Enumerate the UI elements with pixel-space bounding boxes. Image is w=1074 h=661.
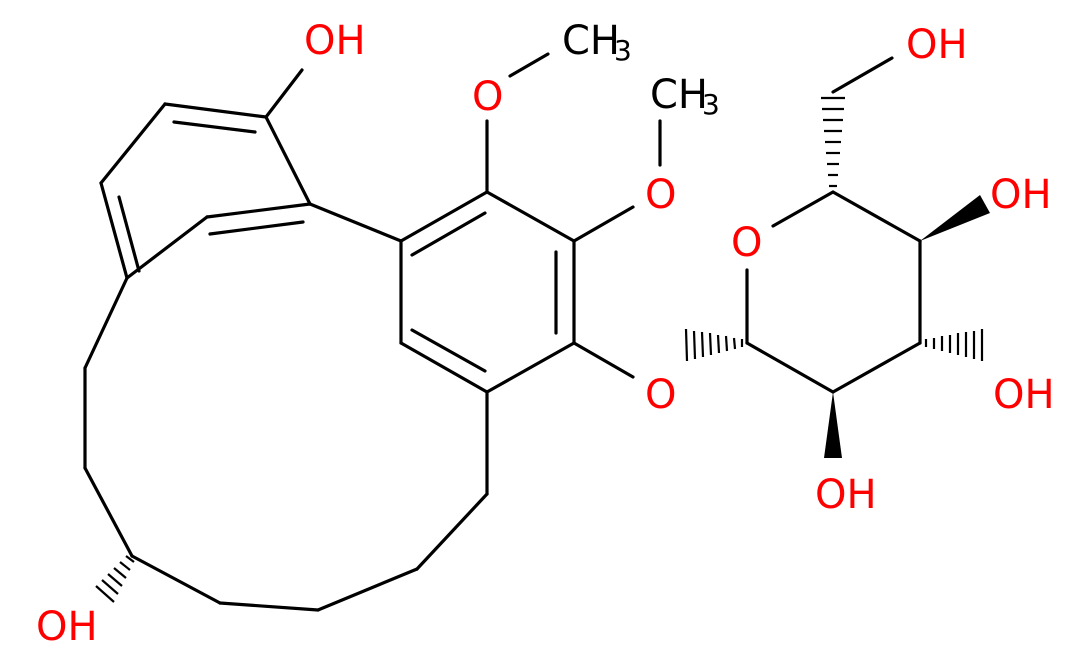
methoxy1-oxygen-label: O: [472, 74, 503, 120]
oh-phenol-label: OH: [304, 18, 366, 64]
stereo-hash-anomeric: [684, 328, 744, 362]
oh-ch2-label: OH: [906, 22, 968, 68]
stereo-wedge-c2: [824, 392, 842, 458]
oh-c3-label: OH: [993, 372, 1055, 418]
atom-labels: OH O CH 3 O CH 3 O O OH OH OH OH OH: [36, 18, 1055, 650]
methoxy2-carbon-label: CH: [650, 72, 708, 118]
stereo-wedge-c4: [920, 195, 990, 241]
glycosidic-oxygen-label: O: [645, 372, 676, 418]
methoxy2-oxygen-label: O: [645, 172, 676, 218]
methoxy1-carbon-label: CH: [562, 18, 620, 64]
bond-lines: [83, 52, 922, 612]
stereo-hash-c5: [821, 96, 845, 188]
stereo-hash-alcohol: [95, 555, 135, 603]
oh-alcohol-label: OH: [36, 604, 98, 650]
methoxy2-subscript: 3: [702, 88, 720, 121]
oh-c4-label: OH: [990, 172, 1052, 218]
stereo-bonds: [95, 96, 990, 603]
stereo-hash-c3: [924, 329, 984, 361]
ring-oxygen-label: O: [731, 220, 762, 266]
oh-c2-label: OH: [815, 472, 877, 518]
methoxy1-subscript: 3: [614, 34, 632, 67]
